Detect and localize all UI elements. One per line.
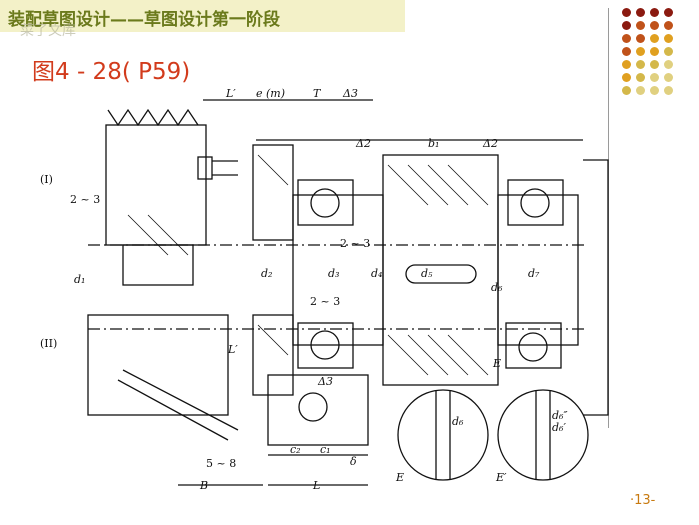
decorative-dot [664,34,673,43]
dim-l-prime-top: L′ [225,87,236,100]
decorative-dot [622,47,631,56]
decorative-dot [622,86,631,95]
decorative-dot [664,47,673,56]
dim-l-prime-lower: L′ [227,343,238,356]
dim-delta-small: δ [350,455,357,468]
decorative-dot [664,73,673,82]
dim-c1: c₁ [320,443,331,456]
decorative-dot [636,60,645,69]
detail-label-e-prime: E′ [495,471,507,484]
decorative-dot [636,8,645,17]
decorative-dot [636,34,645,43]
dim-l: L [312,479,320,492]
dim-b1: b₁ [428,137,439,150]
title-band [0,0,405,32]
decorative-dot [664,86,673,95]
dim-delta3-lower: Δ3 [317,375,333,388]
decorative-dot [622,21,631,30]
decorative-dot [622,60,631,69]
drawing-hatch [127,154,489,376]
dim-delta2-left: Δ2 [355,137,371,150]
decorative-dot [636,47,645,56]
decorative-dot [650,60,659,69]
decorative-dot [650,47,659,56]
dim-range-upper-left: 2 ~ 3 [70,193,100,206]
dim-delta3-top: Δ3 [342,87,358,100]
dim-range-mid-upper: 2 ~ 3 [340,237,370,250]
detail-dim-d6: d₆ [452,415,464,428]
watermark: 菜了文库 [20,23,76,39]
assembly-drawing: (I) (II) L′ e (m) T Δ3 Δ2 b₁ Δ2 2 ~ 3 2 … [40,87,609,492]
drawing-lines [87,99,609,486]
section-label-ii: (II) [40,337,57,350]
decorative-dot [650,73,659,82]
dim-t: T [313,87,322,100]
dim-range-bottom: 5 ~ 8 [206,457,236,470]
dim-d7: d₇ [528,267,540,280]
decorative-dot [664,60,673,69]
decorative-dot [664,8,673,17]
dim-range-mid-lower: 2 ~ 3 [310,295,340,308]
decorative-dot [622,34,631,43]
decorative-dot [636,73,645,82]
dim-b: B [199,479,208,492]
detail-dim-d6-prime: d₆′ [552,421,566,434]
dim-c2: c₂ [290,443,301,456]
decorative-dot [636,86,645,95]
dim-delta2-right: Δ2 [482,137,498,150]
dim-d6: d₆ [491,281,503,294]
section-label-i: (I) [40,173,53,186]
detail-label-e: E [395,471,404,484]
dim-d1: d₁ [74,273,85,286]
decorative-dot [650,34,659,43]
detail-dim-d6-dprime: d₆″ [552,409,568,422]
dim-e-m: e (m) [256,87,285,100]
dim-e-mid: E [492,357,501,370]
decorative-dot [622,8,631,17]
decorative-dot [622,73,631,82]
decorative-dot [650,21,659,30]
decorative-dot [650,8,659,17]
slide-title: 装配草图设计——草图设计第一阶段 [8,10,280,30]
decorative-dot [636,21,645,30]
dim-d2: d₂ [261,267,272,280]
page-number: ·13- [630,493,656,508]
decorative-dot [650,86,659,95]
dim-d4: d₄ [371,267,382,280]
figure-label: 图4 - 28( P59) [32,59,191,85]
decorative-dot [664,21,673,30]
dim-d5: d₅ [421,267,433,280]
dim-d3: d₃ [328,267,339,280]
